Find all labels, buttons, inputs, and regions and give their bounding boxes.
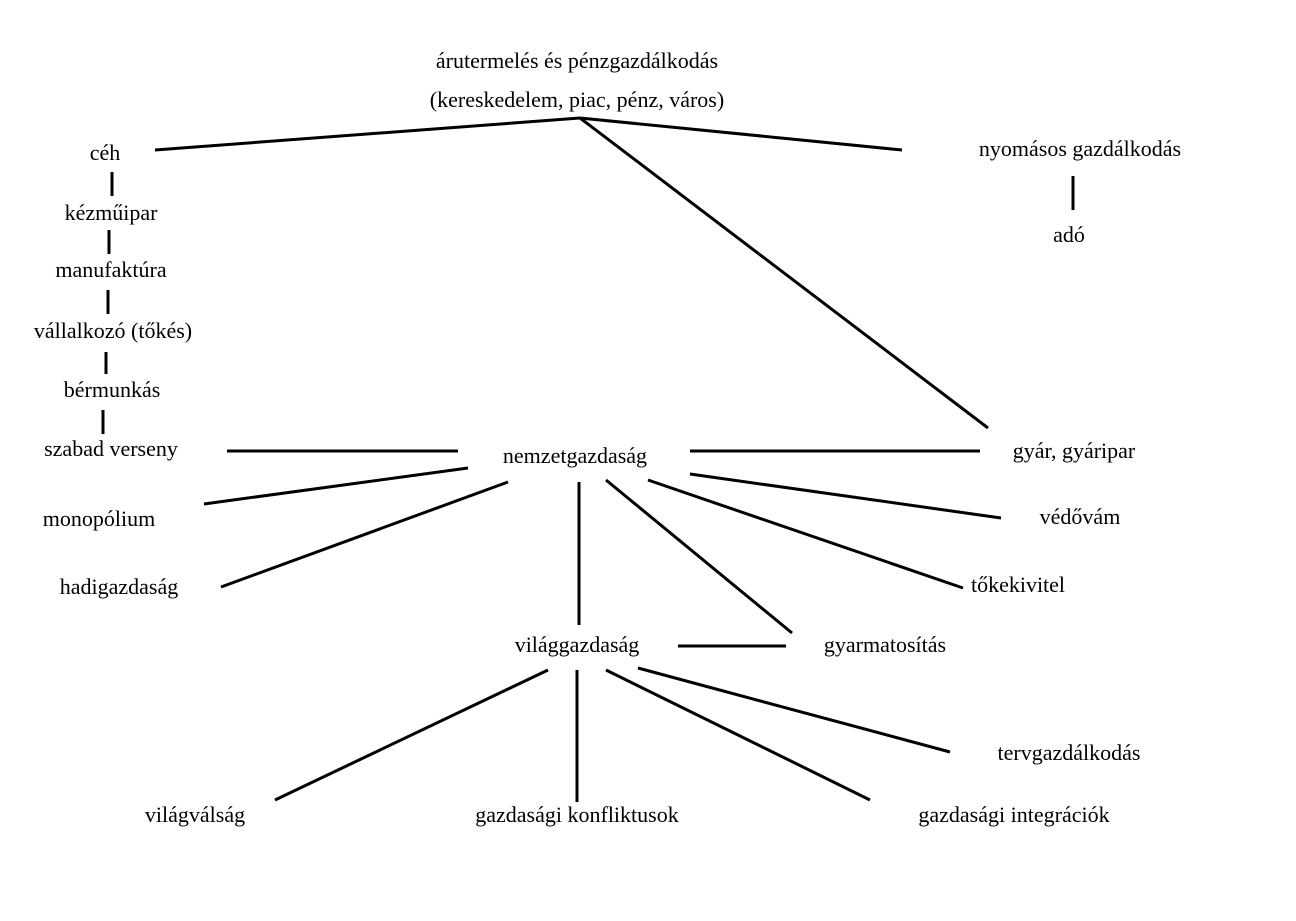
- node-tokekivitel: tőkekivitel: [971, 572, 1065, 597]
- node-kezmuipar: kézműipar: [65, 200, 159, 225]
- edge-nemzetgazdasag-vedovam: [689, 472, 1002, 520]
- edge-vilaggazdasag-vilagvalsag: [274, 668, 549, 802]
- edge-arutermeles-gyar: [579, 116, 989, 430]
- node-vilaggazdasag: világgazdaság: [515, 632, 640, 657]
- node-bermunkas: bérmunkás: [64, 377, 161, 402]
- node-arutermeles-line1: árutermelés és pénzgazdálkodás: [436, 48, 718, 73]
- node-gazdasagi-konfliktusok: gazdasági konfliktusok: [475, 802, 678, 827]
- edge-nemzetgazdasag-gyarmatositas: [605, 478, 793, 635]
- node-vedovam: védővám: [1040, 504, 1121, 529]
- node-szabad-verseny: szabad verseny: [44, 436, 178, 461]
- edge-vilaggazdasag-integraciok: [605, 668, 871, 802]
- edge-arutermeles-nyomasos: [579, 116, 903, 152]
- node-ceh: céh: [90, 140, 121, 165]
- node-arutermeles-line2: (kereskedelem, piac, pénz, város): [430, 87, 724, 112]
- edge-vilaggazdasag-tervgazdalkodas: [637, 666, 951, 754]
- node-hadigazdasag: hadigazdaság: [60, 574, 179, 599]
- node-nyomasos-gazdalkodas: nyomásos gazdálkodás: [979, 136, 1181, 161]
- node-gyarmatositas: gyarmatosítás: [824, 632, 946, 657]
- node-manufaktura: manufaktúra: [55, 257, 166, 282]
- connectors: [101, 116, 1075, 802]
- node-ado: adó: [1053, 222, 1085, 247]
- node-tervgazdalkodas: tervgazdálkodás: [998, 740, 1141, 765]
- edge-nemzetgazdasag-monopolium: [203, 466, 469, 506]
- edge-arutermeles-ceh: [154, 116, 581, 152]
- node-vallalkozo: vállalkozó (tőkés): [34, 318, 192, 343]
- node-gazdasagi-integraciok: gazdasági integrációk: [918, 802, 1109, 827]
- edge-nemzetgazdasag-tokekivitel: [647, 478, 964, 590]
- node-monopolium: monopólium: [43, 506, 155, 531]
- node-labels: árutermelés és pénzgazdálkodás (keresked…: [34, 48, 1181, 827]
- node-nemzetgazdasag: nemzetgazdaság: [503, 443, 647, 468]
- edge-nemzetgazdasag-hadigazdasag: [220, 480, 509, 589]
- node-gyar-gyaripar: gyár, gyáripar: [1013, 438, 1136, 463]
- node-vilagvalsag: világválság: [145, 802, 245, 827]
